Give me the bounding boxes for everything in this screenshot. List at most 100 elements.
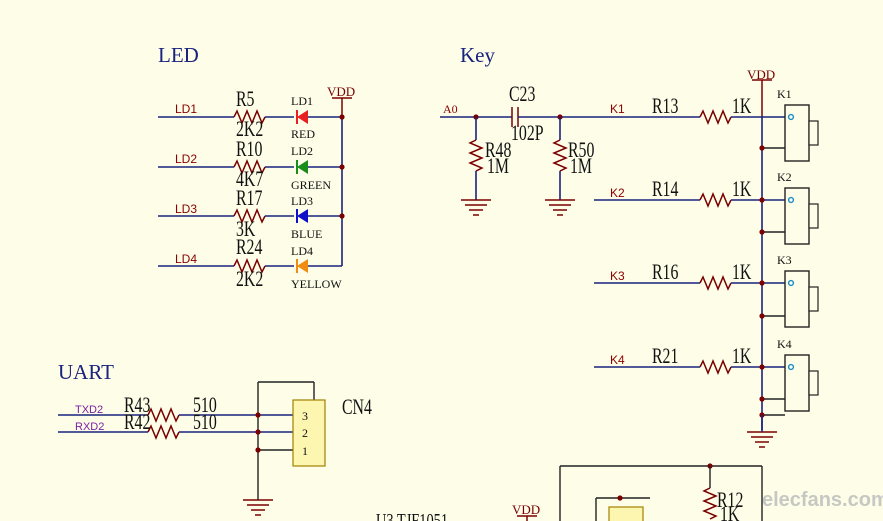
resistor-r42-ref: R42 <box>124 411 150 435</box>
led-vdd-label: VDD <box>327 84 355 99</box>
ground-symbol <box>545 199 575 216</box>
resistor-r16 <box>699 275 732 291</box>
led-ld3-ref: LD3 <box>291 194 313 208</box>
resistor-r17-ref: R17 <box>236 187 263 211</box>
tact-switch-k2 <box>784 187 810 245</box>
resistor-r5-ref: R5 <box>236 88 254 112</box>
resistor-r14-value: 1K <box>732 178 751 202</box>
switch-k3-label: K3 <box>777 253 792 267</box>
resistor-r13 <box>699 109 732 125</box>
resistor-r42 <box>147 424 180 440</box>
led-ld3-blue <box>297 209 308 223</box>
key-section: Key A0 C23 102P R48 1M R50 1M <box>440 43 819 448</box>
resistor-r12-ref: R12 <box>717 489 743 513</box>
resistor-r10-ref: R10 <box>236 138 262 162</box>
resistor-r48-value: 1M <box>487 155 509 179</box>
led-ld1-color: RED <box>291 127 315 141</box>
switch-k4-label: K4 <box>777 337 792 351</box>
net-label-k2: K2 <box>610 186 625 200</box>
key-row-3: K3 R16 1K K3 <box>594 253 819 328</box>
ground-symbol <box>747 431 777 448</box>
connector-cn4-ref: CN4 <box>342 396 372 420</box>
resistor-r42-value: 510 <box>193 411 217 435</box>
connector-cn4 <box>292 399 326 467</box>
resistor-r24-value: 2K2 <box>236 268 263 292</box>
resistor-r17-value: 3K <box>236 218 255 242</box>
resistor-r13-ref: R13 <box>652 95 678 119</box>
led-ld4-color: YELLOW <box>291 277 342 291</box>
key-vdd-label: VDD <box>747 67 775 82</box>
resistor-r43-value: 510 <box>193 394 217 418</box>
key-row-4: K4 R21 1K K4 <box>594 337 819 418</box>
net-label-ld3: LD3 <box>175 202 197 216</box>
key-row-1: K1 R13 1K K1 <box>610 87 819 162</box>
led-ld3-color: BLUE <box>291 227 322 241</box>
led-ld1-red <box>297 110 308 124</box>
uart-section: UART TXD2 R43 510 RXD2 R42 510 3 2 1 CN4 <box>58 360 372 516</box>
tact-switch-k4 <box>784 354 810 412</box>
ground-symbol <box>243 499 273 516</box>
connector-pin-3: 3 <box>302 409 308 423</box>
net-label-k1: K1 <box>610 102 625 116</box>
capacitor-c23-ref: C23 <box>509 83 535 107</box>
resistor-r16-ref: R16 <box>652 261 678 285</box>
led-row-1: LD1 R5 2K2 LD1 RED <box>158 88 345 142</box>
resistor-r12-value: 1K <box>720 503 739 521</box>
resistor-r13-value: 1K <box>732 95 751 119</box>
watermark-logo: elecfans.com <box>762 489 883 511</box>
uart-section-title: UART <box>58 360 114 384</box>
tact-switch-k3 <box>784 270 810 328</box>
resistor-r14-ref: R14 <box>652 178 679 202</box>
resistor-r21-value: 1K <box>732 345 751 369</box>
key-row-2: K2 R14 1K K2 <box>594 170 819 245</box>
led-ld2-green <box>297 160 308 174</box>
led-ld1-ref: LD1 <box>291 94 313 108</box>
resistor-r14 <box>699 192 732 208</box>
led-row-3: LD3 R17 3K LD3 BLUE <box>158 187 345 242</box>
resistor-r24 <box>233 258 266 274</box>
resistor-r43 <box>147 407 180 423</box>
tact-switch-k1 <box>784 104 810 162</box>
net-label-k4: K4 <box>610 353 625 367</box>
connector-pin-2: 2 <box>302 426 308 440</box>
led-section: LED VDD LD1 R5 2K2 LD1 RED LD2 R10 <box>158 43 355 292</box>
resistor-r12 <box>702 487 718 520</box>
resistor-r50 <box>552 139 568 172</box>
net-label-ld2: LD2 <box>175 152 197 166</box>
net-label-txd2: TXD2 <box>75 404 103 416</box>
bottom-vdd-label: VDD <box>512 502 540 517</box>
net-label-ld4: LD4 <box>175 252 197 266</box>
watermark-text: elecfans.com <box>762 489 883 511</box>
resistor-r5-value: 2K2 <box>236 118 263 142</box>
net-label-a0: A0 <box>443 102 458 116</box>
resistor-r48-ref: R48 <box>485 139 511 163</box>
resistor-r17 <box>233 208 266 224</box>
can-transceiver-section: R12 1K VDD U3 TJF1051 <box>376 463 763 521</box>
resistor-r43-ref: R43 <box>124 394 150 418</box>
resistor-r16-value: 1K <box>732 261 751 285</box>
chip-u3-label: U3 TJF1051 <box>376 509 448 521</box>
net-label-k3: K3 <box>610 269 625 283</box>
net-label-ld1: LD1 <box>175 102 197 116</box>
resistor-r5 <box>233 109 266 125</box>
resistor-r50-ref: R50 <box>568 139 594 163</box>
resistor-r48 <box>468 139 484 172</box>
led-ld2-ref: LD2 <box>291 144 313 158</box>
resistor-r24-ref: R24 <box>236 236 263 260</box>
led-ld4-yellow <box>297 259 308 273</box>
capacitor-c23-value: 102P <box>511 122 544 146</box>
connector-pin-1: 1 <box>302 444 308 458</box>
resistor-r10 <box>233 159 266 175</box>
led-row-2: LD2 R10 4K7 LD2 GREEN <box>158 138 345 192</box>
resistor-r21-ref: R21 <box>652 345 678 369</box>
led-ld4-ref: LD4 <box>291 244 313 258</box>
resistor-r21 <box>699 359 732 375</box>
key-section-title: Key <box>460 43 495 67</box>
resistor-r50-value: 1M <box>570 155 592 179</box>
led-section-title: LED <box>158 43 199 67</box>
switch-k2-label: K2 <box>777 170 792 184</box>
ground-symbol <box>461 199 491 216</box>
led-row-4: LD4 R24 2K2 LD4 YELLOW <box>158 236 342 292</box>
led-ld2-color: GREEN <box>291 178 331 192</box>
